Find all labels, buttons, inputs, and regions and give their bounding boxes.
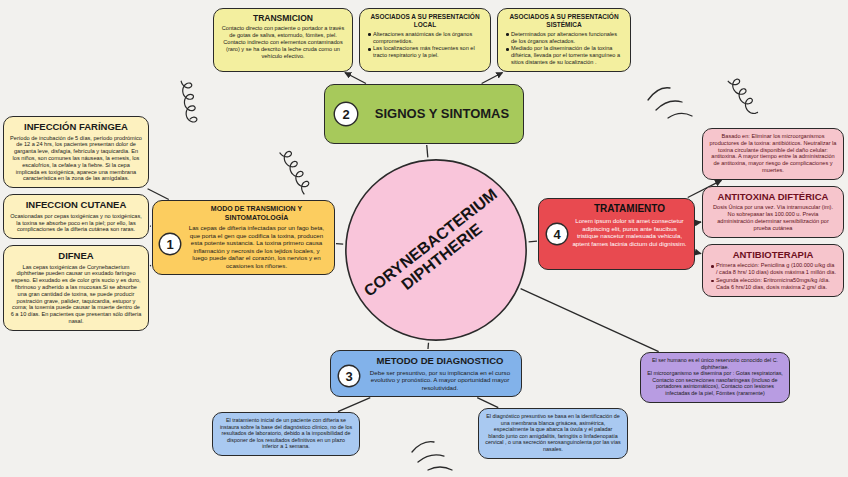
- callout-number-text: 3: [345, 370, 352, 383]
- callout-number: 1: [159, 233, 181, 255]
- central-circle: CORYNEBACTERIUM DIPHTHERIE: [344, 158, 528, 342]
- leaf-stroke: [412, 442, 434, 452]
- connector: [336, 243, 343, 245]
- branch-box: METODO DE DIAGNOSTICO Debe ser presuntivo…: [330, 350, 522, 397]
- box-text: El microorganismo se disemina por : Gota…: [647, 370, 783, 396]
- info-box: ANTITOXINA DIFTÉRICADosis Única por una …: [702, 186, 844, 238]
- connector: [521, 289, 659, 352]
- coil-doodle: [728, 79, 758, 113]
- box-text: Debe ser presuntivo, por su implicancia …: [365, 369, 515, 392]
- circle-shape: [346, 160, 526, 340]
- bullet-text: Primera elección: Penicilina g (100.000 …: [709, 262, 837, 276]
- leaf-stroke: [656, 101, 682, 110]
- connector: [427, 343, 429, 349]
- circle-shape: [546, 223, 568, 245]
- connector: [345, 72, 366, 83]
- info-box: TRANSMICION Contacto directo con paciente…: [213, 8, 353, 72]
- callout-number: 2: [334, 102, 358, 126]
- box-text: El diagnóstico presuntivo se basa en la …: [485, 413, 621, 453]
- info-box: INFECCIÓN FARÍNGEA Período de incubación …: [3, 116, 149, 188]
- box-text: Contacto directo con paciente o portador…: [220, 25, 346, 59]
- branch-box: SIGNOS Y SINTOMAS 2: [324, 84, 524, 144]
- box-heading: MODO DE TRANSMICION Y SINTOMATOLOGÍA: [185, 205, 328, 222]
- coil-doodle: [280, 151, 309, 194]
- callout-number-text: 4: [553, 228, 560, 241]
- info-box: INFECCION CUTANEA Ocasionadas por cepas t…: [3, 194, 149, 239]
- connector: [477, 398, 498, 408]
- leaf-stroke: [418, 455, 444, 462]
- bullet-text: Segunda elección: Eritromicina50mgs/kg /…: [709, 277, 837, 291]
- branch-box: MODO DE TRANSMICION Y SINTOMATOLOGÍA Las …: [152, 200, 335, 275]
- branch-box: TRATAMIENTO Lorem ipsum dolor sit amet co…: [538, 198, 695, 270]
- box-text: Período de incubación de 5 días, período…: [10, 135, 142, 183]
- connector: [148, 189, 169, 200]
- box-heading: TRANSMICION: [220, 13, 346, 23]
- leaf-stroke: [428, 467, 452, 470]
- box-text: Lorem ipsum dolor sit amet consectetur a…: [571, 217, 688, 247]
- box-text: SIGNOS Y SINTOMAS: [375, 106, 509, 122]
- connector: [338, 398, 370, 412]
- box-heading: INFECCIÓN FARÍNGEA: [10, 121, 142, 133]
- callout-number: 4: [546, 223, 568, 245]
- connector: [696, 252, 701, 253]
- bullet-text: Mediado por la diseminación de la toxina…: [504, 45, 624, 65]
- box-heading: TRATAMIENTO: [571, 203, 688, 215]
- info-box: ASOCIADOS A SU PRESENTACIÓN SISTÉMICA Det…: [497, 8, 631, 72]
- info-box: ASOCIADOS A SU PRESENTACIÓN LOCAL Alterac…: [359, 8, 491, 72]
- box-text: El tratamiento inicial de un paciente co…: [219, 417, 353, 450]
- callout-number: 3: [338, 365, 360, 387]
- info-box: El diagnóstico presuntivo se basa en la …: [478, 408, 628, 459]
- leaf-stroke: [648, 88, 670, 100]
- leaf-stroke: [668, 113, 692, 118]
- connector: [529, 240, 537, 242]
- connector: [150, 265, 151, 267]
- box-text: Las cepas de difteria infectadas por un …: [185, 224, 328, 269]
- box-text: Las cepas toxigénicas de Corynebacterium…: [10, 264, 142, 325]
- info-box: DIFNEA Las cepas toxigénicas de Corynebac…: [3, 245, 149, 331]
- coil-doodle: [181, 81, 197, 122]
- bullet-text: Las localizaciones más frecuentes son el…: [366, 45, 484, 59]
- box-text: Dosis Única por una vez. Vía intramuscul…: [709, 204, 837, 231]
- callout-number-text: 1: [166, 238, 173, 251]
- box-text: Basado en: Eliminar los microorganismos …: [709, 133, 837, 174]
- box-heading: ANTITOXINA DIFTÉRICA: [709, 191, 837, 203]
- info-box: Basado en: Eliminar los microorganismos …: [702, 128, 844, 180]
- circle-shape: [338, 365, 360, 387]
- box-text: Ocasionadas por cepas toxigénicas y no t…: [10, 213, 142, 233]
- bullet-text: Alteraciones anatómicas de los órganos c…: [366, 31, 484, 45]
- box-heading: ANTIBIOTERAPIA: [709, 249, 837, 261]
- connector: [150, 225, 151, 226]
- bullet-text: Determinados por alteraciones funcionale…: [504, 31, 624, 45]
- box-text: El ser humano es el único reservorio con…: [647, 357, 783, 370]
- callout-number-text: 2: [342, 108, 349, 121]
- info-box: ANTIBIOTERAPIAPrimera elección: Penicili…: [702, 244, 844, 297]
- box-heading: METODO DE DIAGNOSTICO: [365, 355, 515, 367]
- circle-shape: [334, 102, 358, 126]
- connector: [482, 72, 503, 83]
- circle-shape: [159, 233, 181, 255]
- box-heading: INFECCION CUTANEA: [10, 199, 142, 211]
- box-heading: ASOCIADOS A SU PRESENTACIÓN SISTÉMICA: [504, 13, 624, 29]
- connector: [696, 221, 701, 223]
- info-box: El tratamiento inicial de un paciente co…: [212, 412, 360, 456]
- box-heading: ASOCIADOS A SU PRESENTACIÓN LOCAL: [366, 13, 484, 29]
- connector: [427, 145, 428, 157]
- box-heading: DIFNEA: [10, 250, 142, 262]
- info-box: El ser humano es el único reservorio con…: [640, 352, 790, 403]
